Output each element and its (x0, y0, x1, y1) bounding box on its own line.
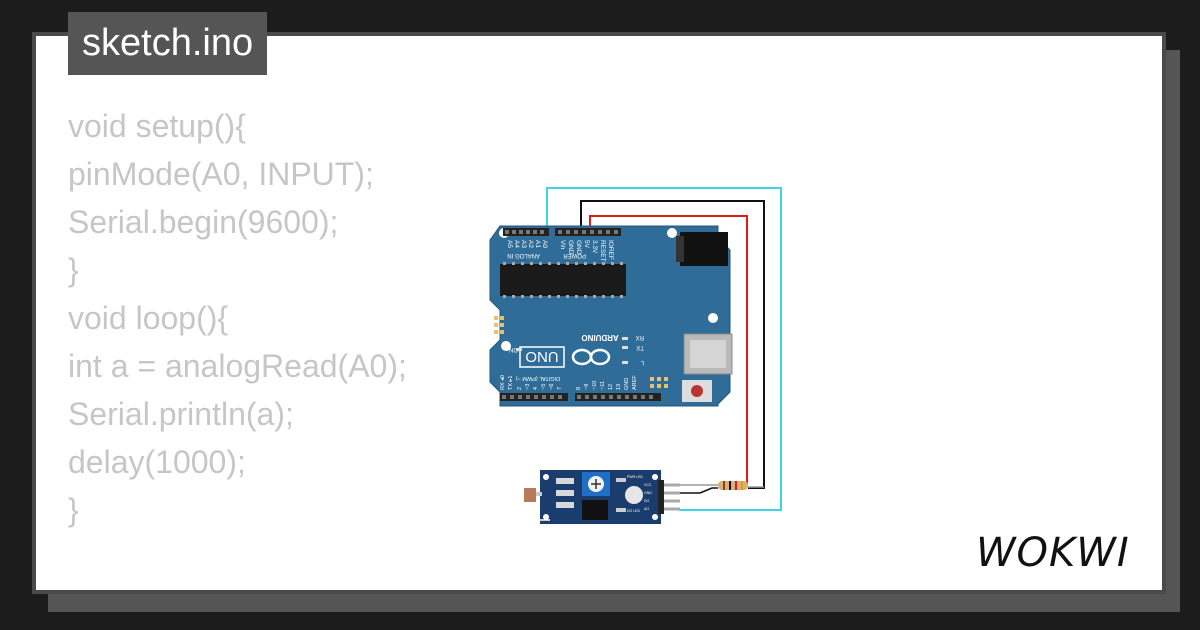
pin-label: 12 (608, 384, 614, 390)
pin-label: GND (567, 240, 574, 255)
power-label: POWER (563, 252, 586, 258)
tx-label: TX (636, 344, 644, 350)
pin-label: A4 (513, 240, 520, 248)
power-jack-lip (676, 236, 684, 262)
pin-label: RX ◂0 (500, 375, 506, 390)
pin-label: A1 (534, 240, 541, 248)
code-line: } (68, 492, 79, 528)
code-line: int a = analogRead(A0); (68, 348, 407, 384)
on-label: ON (509, 346, 518, 352)
led-label: DO LED (627, 509, 641, 513)
digital-label: DIGITAL (PWM ~) (516, 375, 560, 381)
led-label: PWR LED (627, 475, 643, 479)
uno-box (519, 346, 565, 368)
model-label: UNO (525, 348, 558, 365)
code-line: pinMode(A0, INPUT); (68, 156, 374, 192)
mount-hole (501, 341, 511, 351)
pin-label: Vin (559, 240, 566, 250)
pin-label: RESET (599, 240, 606, 262)
wokwi-logo-mark: WOKWI (976, 530, 1130, 576)
atmega-chip (500, 264, 626, 296)
mount-hole (652, 474, 658, 480)
sensor-pin-label: DO (644, 499, 650, 503)
pin-label: ~9 (584, 384, 590, 390)
on-led (516, 348, 522, 351)
icsp2-header (650, 377, 668, 388)
ldr-photoresistor (524, 488, 536, 502)
l-led (622, 361, 628, 364)
resistor[interactable] (680, 481, 764, 490)
sensor-led (625, 486, 643, 504)
pin-label: 3.3V (591, 240, 598, 254)
pin-label: A3 (520, 240, 527, 248)
pin-label: IOREF (607, 240, 614, 260)
pin-label: TX ▸1 (508, 376, 514, 390)
pin-label: 8 (576, 387, 582, 390)
code-line: delay(1000); (68, 444, 246, 480)
mount-hole (652, 514, 658, 520)
wokwi-logo: WOKWI (976, 528, 1148, 576)
code-line: Serial.println(a); (68, 396, 294, 432)
pin-label: ~5 (541, 384, 547, 390)
code-line: void loop(){ (68, 300, 229, 336)
pin-label: 2 (517, 387, 523, 390)
sensor-pin-label: GND (644, 491, 652, 495)
l-label: L (640, 359, 644, 365)
pin-label: A0 (541, 240, 548, 248)
tx-led (622, 346, 628, 349)
pin-label: 13 (616, 384, 622, 390)
resistor-body (718, 481, 748, 490)
code-line: Serial.begin(9600); (68, 204, 339, 240)
wire-black-gnd (580, 200, 765, 489)
mount-hole (667, 228, 677, 238)
ldr-sensor-module[interactable]: PWR LED DO LED VCC GND DO AO (524, 470, 680, 524)
arduino-infinity-icon (571, 348, 611, 366)
wokwi-wordmark: WOKWI (976, 530, 1130, 576)
rx-label: RX (636, 334, 644, 340)
pin-label: ~10 (592, 381, 598, 390)
arduino-uno-board[interactable]: A5 A4 A3 A2 A1 A0 Vin GND GND 5V 3.3V RE… (489, 225, 733, 407)
usb-port-inner (690, 340, 726, 368)
brand-label: ARDUINO (581, 333, 618, 342)
code-line: void setup(){ (68, 108, 246, 144)
pin-label: 5V (583, 240, 590, 249)
smd-resistor (556, 490, 574, 496)
pin-label: GND (575, 240, 582, 255)
mount-hole (708, 313, 718, 323)
code-line: } (68, 252, 79, 288)
pin-label: AREF (632, 375, 638, 390)
pin-label: A5 (506, 240, 513, 248)
pin-label: 7 (557, 387, 563, 390)
mount-hole (543, 514, 549, 520)
file-title: sketch.ino (68, 12, 268, 75)
pin-label: GND (624, 378, 630, 390)
sensor-pin-label: AO (644, 507, 649, 511)
gnd-lead (699, 487, 718, 494)
pin-label: 4 (533, 387, 539, 390)
smd-resistor (556, 502, 574, 508)
power-jack (680, 232, 728, 266)
analog-label: ANALOG IN (507, 252, 540, 258)
rx-led (622, 337, 628, 340)
pin-label: A2 (527, 240, 534, 248)
code-listing: void setup(){ pinMode(A0, INPUT); Serial… (68, 102, 407, 534)
power-header (555, 228, 621, 236)
reset-button-cap[interactable] (691, 385, 703, 397)
pin-label: ~6 (549, 384, 555, 390)
sensor-pin-label: VCC (644, 483, 652, 487)
pin-label: ~11 (600, 381, 606, 390)
mount-hole (543, 474, 549, 480)
pin-label: ~3 (525, 384, 531, 390)
smd-resistor (556, 478, 574, 484)
comparator-chip (582, 500, 608, 520)
icsp-header (494, 316, 504, 334)
